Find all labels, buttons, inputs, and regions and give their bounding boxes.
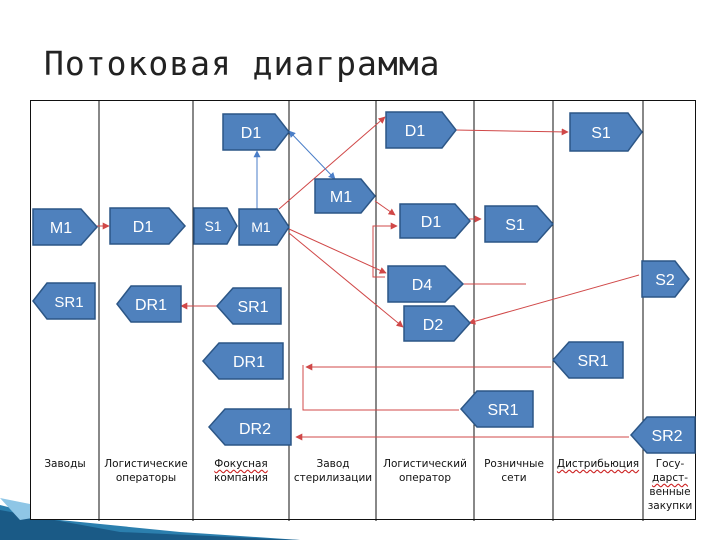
- arrow-d1-to-m1-blue: [288, 130, 336, 180]
- page-title: Потоковая диаграмма: [44, 44, 441, 83]
- svg-text:SR1: SR1: [237, 299, 268, 316]
- node-sr1-dist: SR1: [551, 341, 624, 379]
- svg-text:D1: D1: [241, 125, 262, 142]
- node-d1-left: D1: [109, 207, 187, 245]
- node-sr1-left: SR1: [32, 282, 96, 320]
- svg-text:SR1: SR1: [54, 294, 83, 311]
- node-sr1-focus: SR1: [215, 287, 282, 325]
- node-dr1-mid: DR1: [201, 342, 284, 380]
- svg-text:D1: D1: [421, 214, 442, 231]
- svg-text:S2: S2: [655, 272, 675, 289]
- svg-text:S1: S1: [591, 125, 611, 142]
- arrow-d1-to-s1-top: [454, 128, 569, 136]
- node-m1-mid: M1: [314, 178, 376, 214]
- node-sr1-retail: SR1: [459, 390, 534, 428]
- arrow-sr1-retail-to-dr1: [302, 365, 459, 411]
- node-m1-focus: M1: [238, 208, 290, 246]
- svg-text:D1: D1: [133, 219, 154, 236]
- node-s1-focus: S1: [193, 207, 238, 245]
- svg-text:M1: M1: [251, 219, 271, 235]
- svg-text:DR1: DR1: [233, 354, 265, 371]
- arrow-d2-to-s2: [468, 274, 640, 325]
- blue-connectors: [253, 130, 336, 209]
- arrow-m1-to-d2: [288, 232, 404, 328]
- svg-text:DR2: DR2: [239, 421, 271, 438]
- svg-text:SR1: SR1: [577, 353, 608, 370]
- node-s2: S2: [641, 260, 690, 298]
- red-connectors: [97, 116, 640, 441]
- node-d4: D4: [387, 265, 465, 303]
- lane-label-distribution: Дистрибьюция: [556, 458, 640, 470]
- svg-text:S1: S1: [505, 217, 525, 234]
- node-sr2: SR2: [629, 416, 696, 454]
- node-d2: D2: [403, 305, 472, 342]
- lane-label-zavody: Заводы: [44, 458, 86, 470]
- arrow-m1-mid-to-d1: [374, 200, 396, 216]
- node-d1-top2: D1: [385, 111, 457, 149]
- node-s1-retail: S1: [484, 205, 555, 243]
- node-d1-center: D1: [399, 203, 472, 239]
- flow-diagram: D1 D1 S1 M1 M1 D1 S1 M1: [32, 101, 696, 521]
- svg-text:M1: M1: [330, 189, 352, 206]
- node-dr2: DR2: [207, 408, 292, 446]
- svg-text:D4: D4: [412, 277, 433, 294]
- node-m1-left: M1: [32, 208, 99, 246]
- svg-text:S1: S1: [204, 218, 221, 234]
- svg-text:SR1: SR1: [487, 402, 518, 419]
- arrow-bracket-to-d1: [372, 222, 398, 278]
- svg-text:D2: D2: [423, 317, 444, 334]
- node-d1-top: D1: [222, 113, 290, 151]
- svg-text:SR2: SR2: [651, 428, 682, 445]
- svg-text:DR1: DR1: [135, 297, 167, 314]
- svg-text:M1: M1: [50, 220, 72, 237]
- svg-text:D1: D1: [405, 123, 426, 140]
- arrow-m1-to-d4: [288, 228, 387, 274]
- node-dr1-left: DR1: [116, 285, 182, 323]
- flow-diagram-frame: D1 D1 S1 M1 M1 D1 S1 M1: [30, 100, 696, 521]
- node-s1-top: S1: [569, 112, 643, 152]
